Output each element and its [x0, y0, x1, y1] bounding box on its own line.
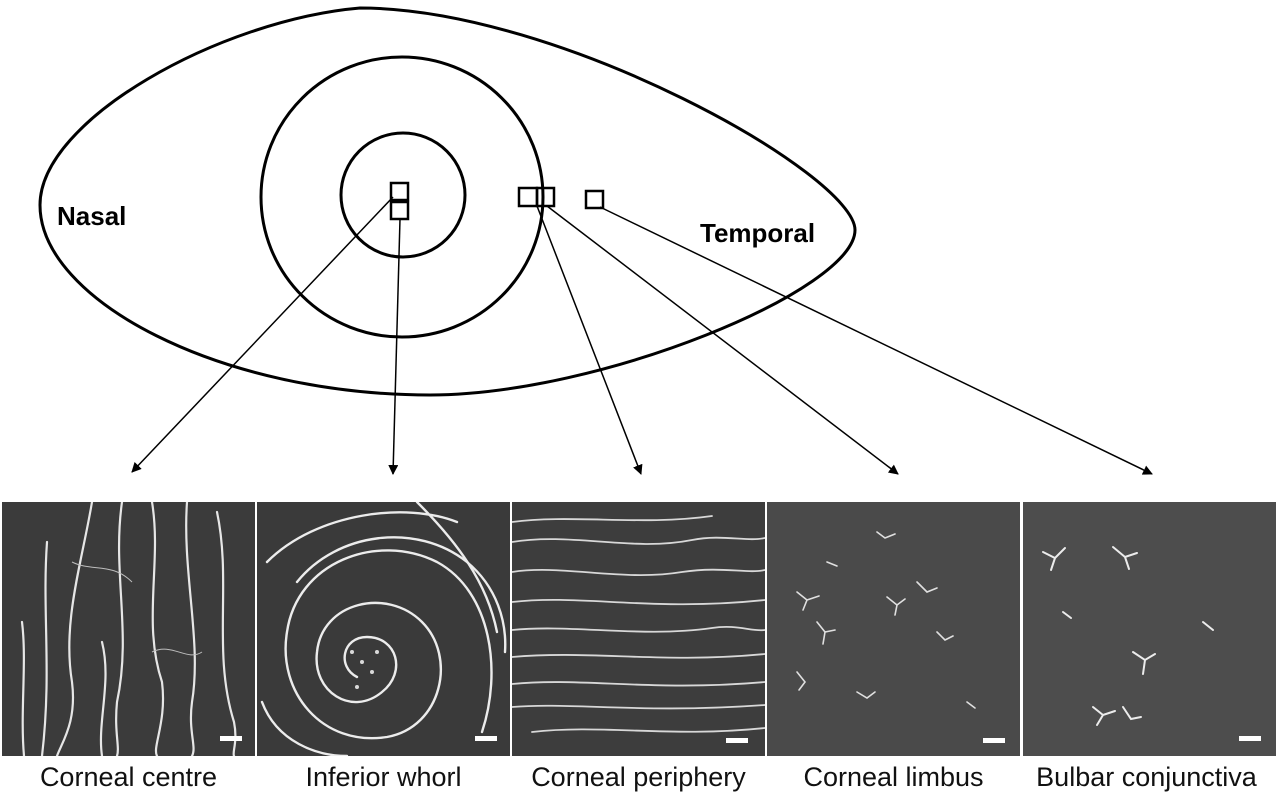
- limbus-sample-box: [535, 186, 556, 208]
- arrow-conjunctiva: [599, 206, 1153, 475]
- panel-corneal-limbus: [767, 502, 1020, 756]
- horizontal-nerve-image: [512, 502, 765, 756]
- panel-bulbar-conjunctiva: [1023, 502, 1276, 756]
- conjunctiva-dendritic-image: [1023, 502, 1276, 756]
- centre-sample-box: [389, 181, 410, 202]
- whorl-sample-box: [389, 200, 410, 221]
- arrow-whorl: [388, 218, 401, 475]
- caption-inferior-whorl: Inferior whorl: [305, 762, 462, 792]
- panel-corneal-centre: [2, 502, 255, 756]
- temporal-label: Temporal: [700, 218, 815, 248]
- panel-corneal-periphery: [512, 502, 765, 756]
- spiral-whorl-image: [257, 502, 510, 756]
- eye-outline: [38, 6, 857, 397]
- arrow-centre: [131, 196, 394, 473]
- conjunctiva-sample-box: [584, 189, 605, 210]
- caption-bulbar-conjunctiva: Bulbar conjunctiva: [1036, 762, 1257, 792]
- vertical-nerve-image: [2, 502, 255, 756]
- limbus-circle: [259, 55, 545, 339]
- central-cornea-circle: [339, 131, 467, 259]
- caption-corneal-periphery: Corneal periphery: [531, 762, 746, 792]
- caption-corneal-limbus: Corneal limbus: [803, 762, 984, 792]
- periphery-sample-box: [517, 186, 539, 208]
- caption-corneal-centre: Corneal centre: [39, 762, 218, 792]
- nasal-label: Nasal: [57, 201, 126, 231]
- arrow-periphery: [536, 205, 643, 475]
- panel-inferior-whorl: [257, 502, 510, 756]
- arrow-limbus: [546, 205, 899, 475]
- limbus-dendritic-image: [767, 502, 1020, 756]
